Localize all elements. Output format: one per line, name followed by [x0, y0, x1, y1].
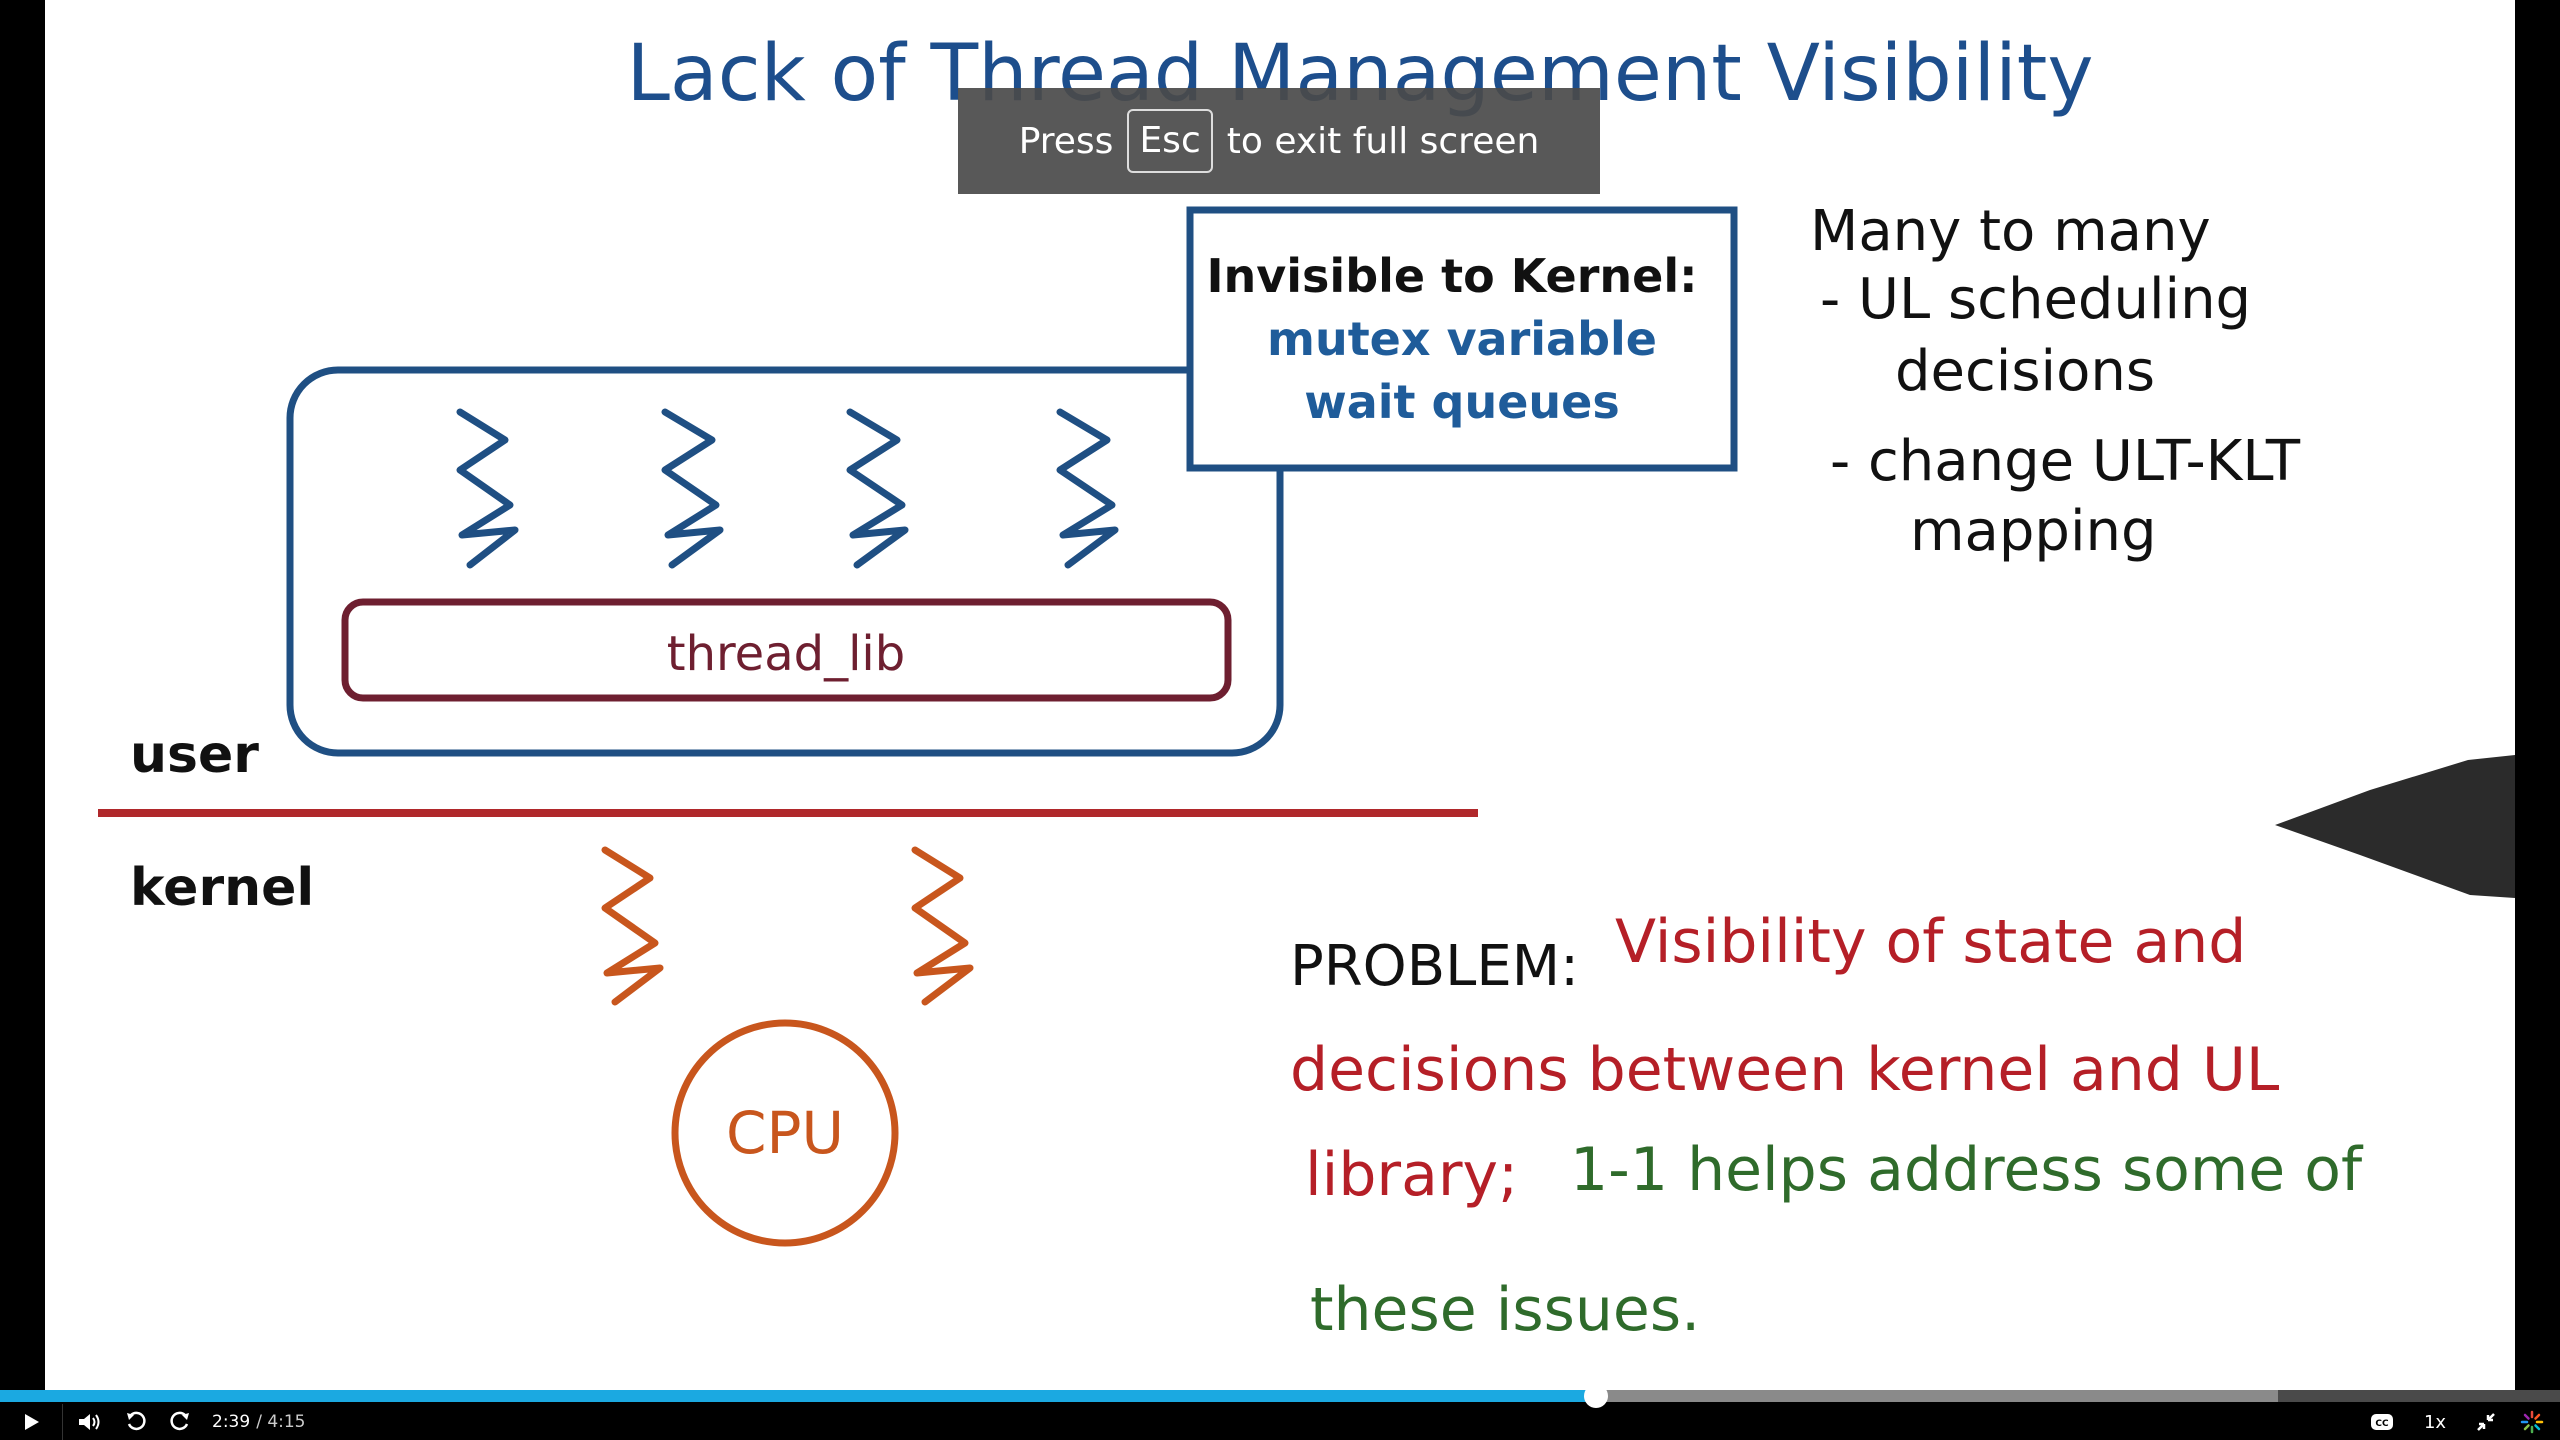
progress-scrubber-handle[interactable]	[1584, 1384, 1609, 1408]
current-time: 2:39	[212, 1412, 251, 1432]
loading-indicator	[2512, 1404, 2552, 1440]
time-display: 2:39 / 4:15	[212, 1404, 306, 1440]
problem-line-3b: 1-1 helps address some of	[1570, 1135, 2364, 1205]
hint-rest: to exit full screen	[1226, 120, 1540, 162]
exit-fullscreen-button[interactable]	[2466, 1404, 2506, 1440]
play-icon	[25, 1414, 39, 1430]
playback-speed-button[interactable]: 1x	[2410, 1404, 2460, 1440]
forward-button[interactable]	[162, 1404, 198, 1440]
esc-key-badge: Esc	[1127, 109, 1213, 173]
cpu-circle	[671, 1019, 899, 1247]
problem-line-4: these issues.	[1310, 1275, 1700, 1345]
kernel-thread-1	[601, 846, 664, 1006]
play-button[interactable]	[0, 1404, 63, 1440]
notes-line-4: - change ULT-KLT	[1830, 429, 2301, 494]
notes-line-5: mapping	[1910, 499, 2157, 564]
pen-illustration	[2275, 755, 2515, 898]
problem-line-1: Visibility of state and	[1615, 907, 2246, 977]
thread-lib-box	[341, 598, 1232, 702]
user-thread-3	[846, 408, 909, 569]
user-thread-2	[661, 408, 724, 569]
volume-icon	[79, 1414, 100, 1430]
fullscreen-exit-hint: Press Esc to exit full screen	[958, 88, 1600, 194]
thread-lib-label: thread_lib	[667, 626, 905, 682]
user-label: user	[130, 725, 259, 785]
user-thread-4	[1056, 408, 1119, 569]
callout-mutex: mutex variable	[1267, 312, 1657, 366]
captions-icon: CC	[2371, 1414, 2393, 1430]
notes-line-3: decisions	[1895, 339, 2155, 404]
rewind-button[interactable]	[118, 1404, 154, 1440]
volume-button[interactable]	[70, 1404, 110, 1440]
notes-line-1: Many to many	[1810, 199, 2211, 264]
process-box	[286, 366, 1284, 757]
kernel-label: kernel	[130, 858, 314, 918]
callout-heading: Invisible to Kernel:	[1206, 249, 1697, 303]
progress-bar[interactable]	[0, 1384, 2560, 1408]
duration: / 4:15	[256, 1412, 306, 1432]
forward-icon	[170, 1411, 189, 1431]
loading-icon	[2520, 1410, 2544, 1434]
rewind-icon	[127, 1411, 146, 1431]
problem-line-3a: library;	[1305, 1140, 1518, 1210]
playback-speed: 1x	[2423, 1411, 2447, 1433]
exit-fullscreen-icon	[2477, 1413, 2495, 1431]
hint-press: Press	[1018, 120, 1114, 162]
callout-wait-queues: wait queues	[1304, 375, 1620, 429]
progress-played	[0, 1390, 1597, 1402]
cpu-label: CPU	[726, 1099, 844, 1167]
problem-line-2: decisions between kernel and UL	[1290, 1035, 2280, 1105]
notes-line-2: - UL scheduling	[1820, 267, 2251, 332]
svg-text:CC: CC	[2375, 1419, 2389, 1429]
invisible-callout-box	[1186, 206, 1738, 472]
kernel-thread-2	[911, 846, 974, 1006]
user-thread-1	[456, 408, 519, 569]
captions-button[interactable]: CC	[2362, 1404, 2402, 1440]
problem-label: PROBLEM:	[1290, 934, 1579, 999]
